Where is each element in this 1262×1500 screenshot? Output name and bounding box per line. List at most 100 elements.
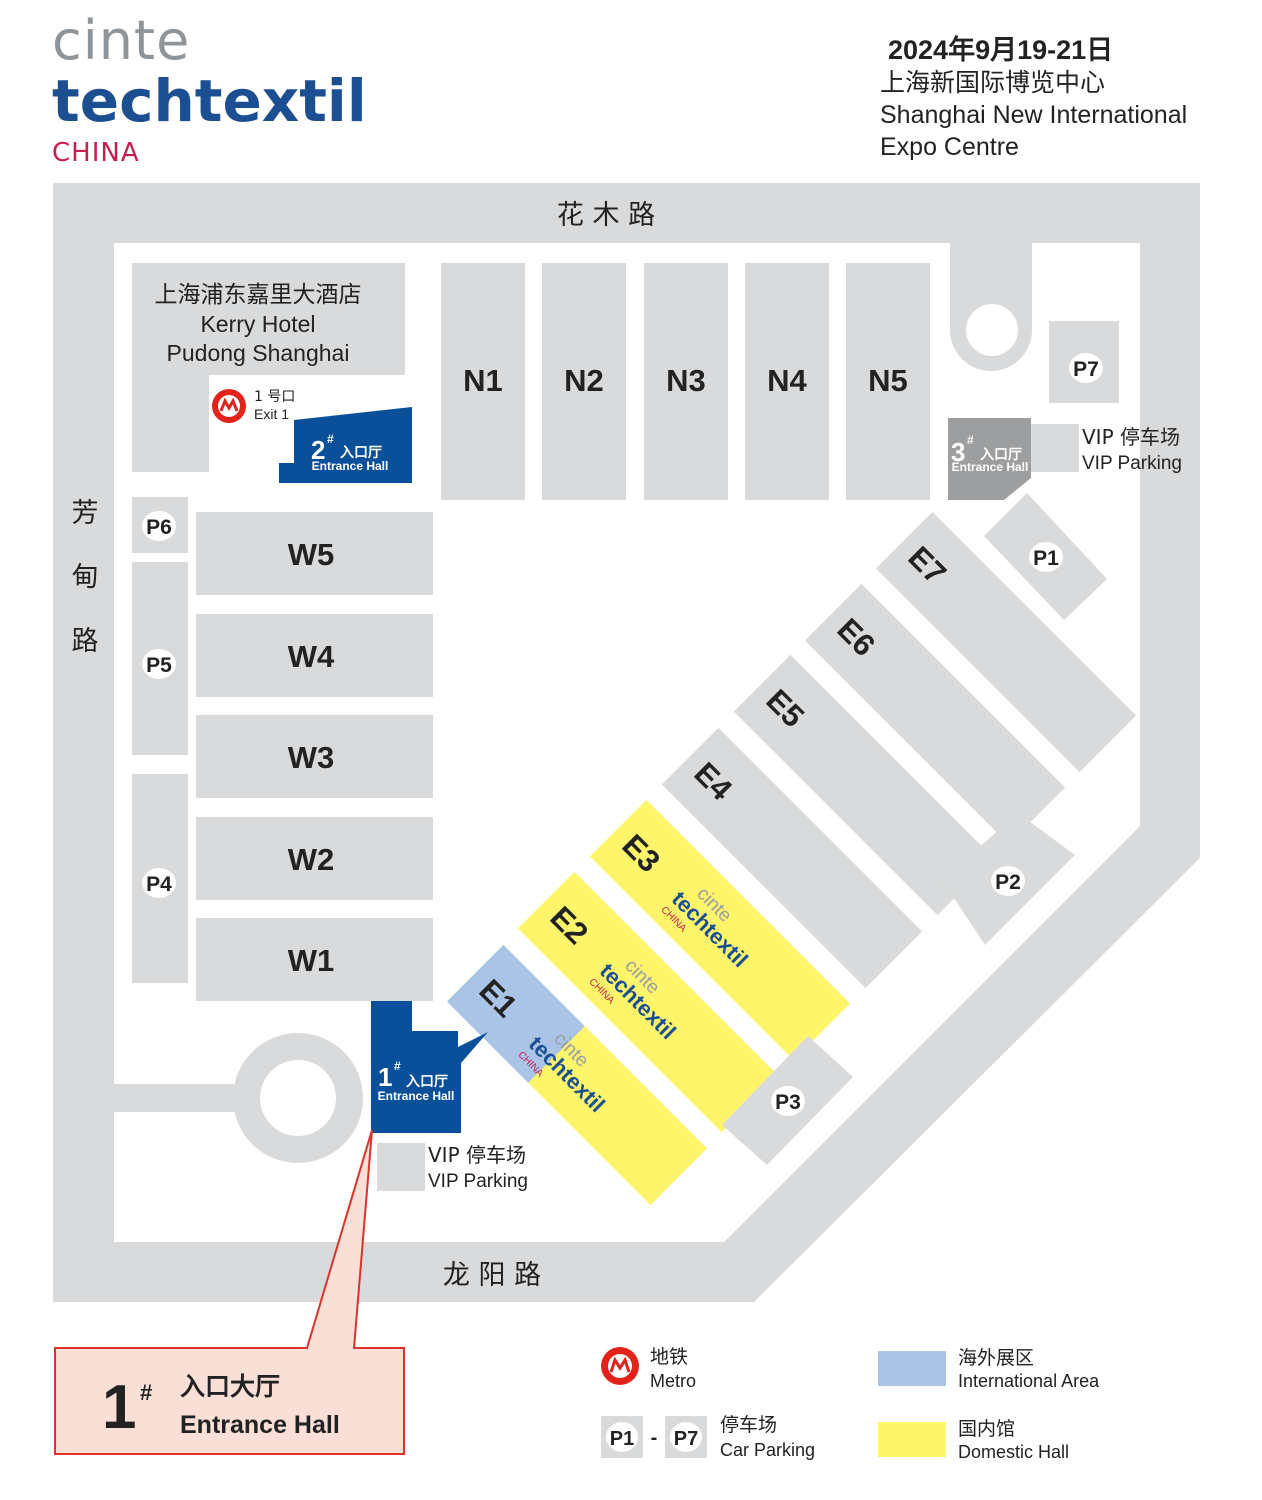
- hall-w2-label: W2: [288, 842, 335, 877]
- legend-international: 海外展区 International Area: [878, 1347, 1100, 1391]
- east-halls: E1cintetechtextilCHINAE2cintetechtextilC…: [446, 511, 1137, 1206]
- road-north-label: 花 木 路: [557, 200, 655, 231]
- legend-metro-en: Metro: [650, 1371, 696, 1391]
- vip-parking-south-en: VIP Parking: [428, 1171, 528, 1192]
- metro-exit-label-cn: 1 号口: [254, 389, 295, 405]
- entrance-hall-2-number: 2: [311, 435, 325, 465]
- hall-e6[interactable]: E6: [804, 583, 1066, 845]
- legend-parking-cn: 停车场: [720, 1414, 777, 1436]
- hall-w5[interactable]: W5: [196, 512, 433, 595]
- hall-n3-label: N3: [666, 363, 706, 398]
- entrance-hall-2-sup: #: [327, 432, 334, 446]
- hall-e4[interactable]: E4: [661, 727, 923, 989]
- callout-sup: #: [140, 1380, 152, 1405]
- callout-box: [54, 1347, 405, 1455]
- venue-name-cn: 上海新国际博览中心: [880, 69, 1106, 97]
- parking-p2[interactable]: P2: [991, 866, 1025, 896]
- venue-name-en-1: Shanghai New International: [880, 101, 1188, 129]
- callout-pointer: [306, 1129, 373, 1349]
- hall-e7[interactable]: E7: [875, 511, 1137, 773]
- parking-p1[interactable]: P1: [1029, 542, 1063, 572]
- logo-cinte: cinte: [52, 9, 191, 72]
- hall-n3[interactable]: N3: [644, 263, 728, 500]
- legend-international-swatch: [878, 1351, 946, 1386]
- hall-w1-label: W1: [288, 943, 335, 978]
- metro-exit-1[interactable]: 1 号口 Exit 1: [212, 389, 295, 423]
- hall-n2[interactable]: N2: [542, 263, 626, 500]
- legend-metro-cn: 地铁: [650, 1346, 688, 1368]
- road-south-label: 龙 阳 路: [443, 1260, 541, 1291]
- vip-parking-north-area: [1031, 424, 1079, 472]
- venue-name-en-2: Expo Centre: [880, 133, 1019, 161]
- legend-international-en: International Area: [958, 1371, 1100, 1391]
- entrance-hall-1-number: 1: [378, 1062, 392, 1092]
- entrance-hall-3[interactable]: 3 # 入口厅 Entrance Hall: [948, 418, 1031, 500]
- callout-number: 1: [102, 1373, 136, 1442]
- entrance-hall-1-cn: 入口厅: [406, 1074, 448, 1090]
- metro-exit-label-en: Exit 1: [254, 406, 289, 422]
- legend-parking: P1 - P7 停车场 Car Parking: [601, 1414, 815, 1460]
- logo-techtextil: techtextil: [52, 67, 367, 135]
- entrance-hall-1[interactable]: 1 # 入口厅 Entrance Hall: [371, 1001, 488, 1133]
- hall-w3-label: W3: [288, 740, 335, 775]
- hall-w4[interactable]: W4: [196, 614, 433, 697]
- entrance-hall-2[interactable]: 2 # 入口厅 Entrance Hall: [279, 407, 412, 483]
- parking-p2-label: P2: [995, 871, 1021, 894]
- vip-parking-north-en: VIP Parking: [1082, 453, 1182, 474]
- event-info: 2024年9月19-21日 上海新国际博览中心 Shanghai New Int…: [880, 28, 1187, 163]
- hotel-name-cn: 上海浦东嘉里大酒店: [155, 282, 362, 308]
- callout-title-en: Entrance Hall: [180, 1411, 340, 1439]
- hall-n2-label: N2: [564, 363, 604, 398]
- parking-p1-label: P1: [1033, 547, 1059, 570]
- vip-parking-north-cn: VIP 停车场: [1082, 425, 1180, 449]
- parking-p3-label: P3: [775, 1091, 801, 1114]
- legend-parking-dash: -: [651, 1427, 658, 1449]
- parking-p5[interactable]: P5: [142, 649, 176, 679]
- road-west-label-3: 路: [72, 626, 99, 657]
- callout-title-cn: 入口大厅: [180, 1372, 280, 1401]
- legend-international-cn: 海外展区: [958, 1347, 1034, 1369]
- legend-parking-en: Car Parking: [720, 1440, 815, 1460]
- legend-domestic: 国内馆 Domestic Hall: [878, 1418, 1069, 1462]
- legend: 地铁 Metro P1 - P7 停车场 Car Parking 海外展区 In…: [601, 1346, 1100, 1462]
- hall-e5[interactable]: E5: [733, 654, 995, 916]
- hall-w2[interactable]: W2: [196, 817, 433, 900]
- hotel-name-en-1: Kerry Hotel: [200, 311, 315, 337]
- parking-p6[interactable]: P6: [142, 511, 176, 541]
- hall-n1[interactable]: N1: [441, 263, 525, 500]
- legend-parking-to: P7: [674, 1428, 698, 1450]
- hotel-name-en-2: Pudong Shanghai: [167, 340, 350, 366]
- legend-metro: 地铁 Metro: [601, 1346, 696, 1391]
- hall-n5-label: N5: [868, 363, 908, 398]
- road-west-label-1: 芳: [72, 498, 99, 529]
- hall-w1[interactable]: W1: [196, 918, 433, 1001]
- hall-n4-label: N4: [767, 363, 807, 398]
- parking-p6-label: P6: [146, 516, 172, 539]
- hall-n4[interactable]: N4: [745, 263, 829, 500]
- hall-n1-label: N1: [463, 363, 503, 398]
- hall-n5[interactable]: N5: [846, 263, 930, 500]
- legend-domestic-cn: 国内馆: [958, 1418, 1015, 1440]
- parking-p4-label: P4: [146, 873, 172, 896]
- hall-w3[interactable]: W3: [196, 715, 433, 798]
- legend-parking-from: P1: [610, 1428, 634, 1450]
- kerry-hotel-building: [132, 263, 405, 472]
- legend-domestic-en: Domestic Hall: [958, 1442, 1069, 1462]
- entrance-hall-3-cn: 入口厅: [980, 447, 1022, 463]
- legend-domestic-swatch: [878, 1422, 946, 1457]
- vip-parking-south-cn: VIP 停车场: [428, 1143, 526, 1167]
- entrance-hall-3-en: Entrance Hall: [952, 460, 1029, 474]
- parking-p7[interactable]: P7: [1069, 353, 1103, 383]
- traffic-circle-center: [260, 1060, 336, 1136]
- parking-p3[interactable]: P3: [771, 1086, 805, 1116]
- parking-p4[interactable]: P4: [142, 868, 176, 898]
- north-halls: N1 N2 N3 N4 N5: [441, 263, 930, 500]
- event-date: 2024年9月19-21日: [888, 35, 1114, 65]
- entrance-hall-3-sup: #: [967, 433, 974, 447]
- entrance-hall-2-en: Entrance Hall: [312, 459, 389, 473]
